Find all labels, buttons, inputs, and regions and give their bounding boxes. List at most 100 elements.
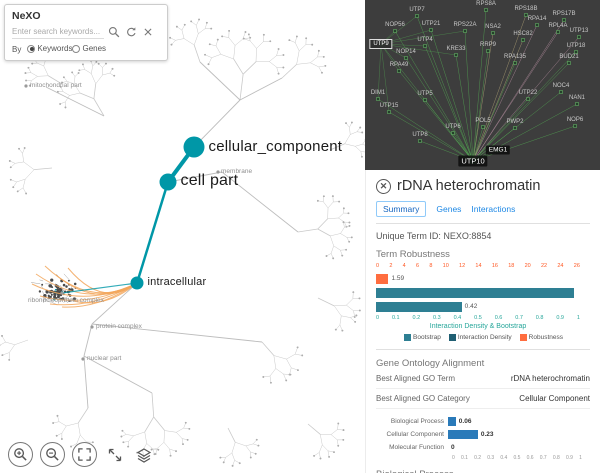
gene-node-utp8[interactable]: [418, 139, 422, 143]
gene-node-rps22a[interactable]: [463, 29, 467, 33]
gene-label-utp22[interactable]: UTP22: [518, 90, 538, 96]
gene-node-rpl4a[interactable]: [556, 30, 560, 34]
gene-label-nop56[interactable]: NOP56: [385, 22, 405, 28]
ontology-tree-canvas[interactable]: [0, 0, 365, 473]
tree-minor-node[interactable]: [60, 291, 64, 295]
gene-node-nop6[interactable]: [573, 124, 577, 128]
tab-summary[interactable]: Summary: [376, 201, 427, 217]
bar-bootstrap[interactable]: [376, 287, 574, 298]
gene-label-nan1[interactable]: NAN1: [568, 95, 586, 101]
gene-node-noc4[interactable]: [559, 90, 563, 94]
tree-minor-node[interactable]: [90, 325, 94, 329]
close-icon[interactable]: ✕: [376, 178, 391, 194]
gene-node-nan1[interactable]: [575, 102, 579, 106]
radio-genes[interactable]: Genes: [72, 44, 106, 53]
tree-label-cellular-component[interactable]: cellular_component: [208, 137, 343, 155]
zoom-out-button[interactable]: [40, 442, 65, 467]
gene-node-utp21[interactable]: [429, 28, 433, 32]
expand-tree-button[interactable]: [104, 442, 126, 467]
gene-label-utp6[interactable]: UTP6: [445, 124, 461, 130]
gene-node-nop56[interactable]: [393, 29, 397, 33]
gene-label-pwp2[interactable]: PWP2: [506, 119, 524, 125]
gene-label-utp8[interactable]: UTP8: [412, 132, 428, 138]
gene-node-dim1[interactable]: [376, 97, 380, 101]
gene-label-utp7[interactable]: UTP7: [409, 7, 425, 13]
gene-label-dim1[interactable]: DIM1: [370, 90, 386, 96]
go-bar-cellular-component[interactable]: [448, 430, 478, 440]
tab-genes[interactable]: Genes: [436, 204, 462, 214]
gene-label-kre33[interactable]: KRE33: [446, 46, 466, 52]
gene-node-utp6[interactable]: [451, 131, 455, 135]
tree-minor-label-membrane[interactable]: membrane: [221, 168, 253, 175]
gene-node-kre33[interactable]: [454, 53, 458, 57]
gene-label-rpa135[interactable]: RPA135: [504, 54, 526, 60]
gene-node-rpa14[interactable]: [535, 23, 539, 27]
gene-label-rrp9[interactable]: RRP9: [479, 42, 497, 48]
gene-label-nsa2[interactable]: NSA2: [485, 24, 501, 30]
fit-content-button[interactable]: [72, 442, 97, 467]
gene-label-rps17b[interactable]: RPS17B: [552, 11, 576, 17]
gene-node-rpa135[interactable]: [513, 61, 517, 65]
gene-node-nsa2[interactable]: [491, 31, 495, 35]
gene-label-rpl4a[interactable]: RPL4A: [548, 23, 568, 29]
tree-minor-node[interactable]: [81, 357, 85, 361]
gene-label-nop14[interactable]: NOP14: [396, 49, 416, 55]
go-bar-biological-process[interactable]: [448, 417, 456, 427]
tab-interactions[interactable]: Interactions: [471, 204, 516, 214]
gene-label-noc4[interactable]: NOC4: [552, 83, 570, 89]
bar-robustness[interactable]: [376, 273, 389, 284]
search-icon[interactable]: [107, 25, 121, 39]
tree-label-cell-part[interactable]: cell part: [180, 172, 239, 190]
gene-network-panel[interactable]: UTP7 RPS8A RPS18B RPS17B NOP56 UTP21 RPS22A NSA…: [365, 0, 600, 170]
gene-label-utp5[interactable]: UTP5: [417, 91, 433, 97]
tree-node-cell-part[interactable]: [159, 173, 177, 191]
tree-minor-label-protein-complex[interactable]: protein complex: [96, 323, 142, 330]
gene-label-utp18[interactable]: UTP18: [566, 43, 586, 49]
gene-label-rpa14[interactable]: RPA14: [527, 16, 547, 22]
gene-label-pol5[interactable]: POL5: [475, 118, 491, 124]
gene-label-emg1[interactable]: EMG1: [485, 145, 511, 155]
gene-label-utp15[interactable]: UTP15: [379, 103, 399, 109]
gene-node-rps8a[interactable]: [484, 8, 488, 12]
gene-label-bud21[interactable]: BUD21: [559, 54, 579, 60]
gene-label-rps22a[interactable]: RPS22A: [453, 22, 477, 28]
search-input[interactable]: [12, 25, 104, 39]
gene-label-nop6[interactable]: NOP6: [566, 117, 584, 123]
bar-interaction-density[interactable]: [376, 301, 462, 312]
refresh-icon[interactable]: [124, 25, 138, 39]
gene-node-utp7[interactable]: [415, 14, 419, 18]
gene-node-rrp9[interactable]: [486, 49, 490, 53]
gene-node-utp22[interactable]: [526, 97, 530, 101]
gene-node-rps17b[interactable]: [562, 18, 566, 22]
gene-label-rps18b[interactable]: RPS18B: [514, 6, 538, 12]
gene-label-utp21[interactable]: UTP21: [421, 21, 441, 27]
tree-label-intracellular[interactable]: intracellular: [147, 276, 207, 289]
tree-minor-label-ribonucleoprotein-complex[interactable]: ribonucleoprotein complex: [28, 297, 104, 304]
gene-node-bud21[interactable]: [567, 61, 571, 65]
gene-node-utp15[interactable]: [387, 110, 391, 114]
gene-label-rps8a[interactable]: RPS8A: [476, 1, 496, 7]
gene-label-utp10[interactable]: UTP10: [458, 155, 488, 167]
gene-node-utp18[interactable]: [574, 50, 578, 54]
clear-icon[interactable]: [141, 25, 155, 39]
gene-node-pol5[interactable]: [481, 125, 485, 129]
gene-node-pwp2[interactable]: [513, 126, 517, 130]
gene-label-utp9[interactable]: UTP9: [369, 39, 393, 49]
zoom-in-button[interactable]: [8, 442, 33, 467]
gene-label-utp13[interactable]: UTP13: [569, 28, 589, 34]
tree-minor-label-nuclear-part[interactable]: nuclear part: [87, 355, 122, 362]
gene-label-hsc82[interactable]: HSC82: [513, 31, 533, 37]
tree-node-intracellular[interactable]: [130, 276, 144, 290]
gene-node-hsc82[interactable]: [521, 38, 525, 42]
radio-keywords[interactable]: Keywords: [27, 44, 72, 53]
gene-node-utp13[interactable]: [577, 35, 581, 39]
gene-node-utp4[interactable]: [423, 44, 427, 48]
tree-node-cellular-component[interactable]: [183, 136, 205, 158]
gene-node-rpa49[interactable]: [397, 69, 401, 73]
tree-minor-node[interactable]: [216, 170, 220, 174]
gene-label-rpa49[interactable]: RPA49: [389, 62, 409, 68]
tree-minor-node[interactable]: [24, 84, 28, 88]
tree-minor-label-mitochondrial-part[interactable]: mitochondrial part: [30, 82, 82, 89]
layers-button[interactable]: [133, 442, 155, 467]
